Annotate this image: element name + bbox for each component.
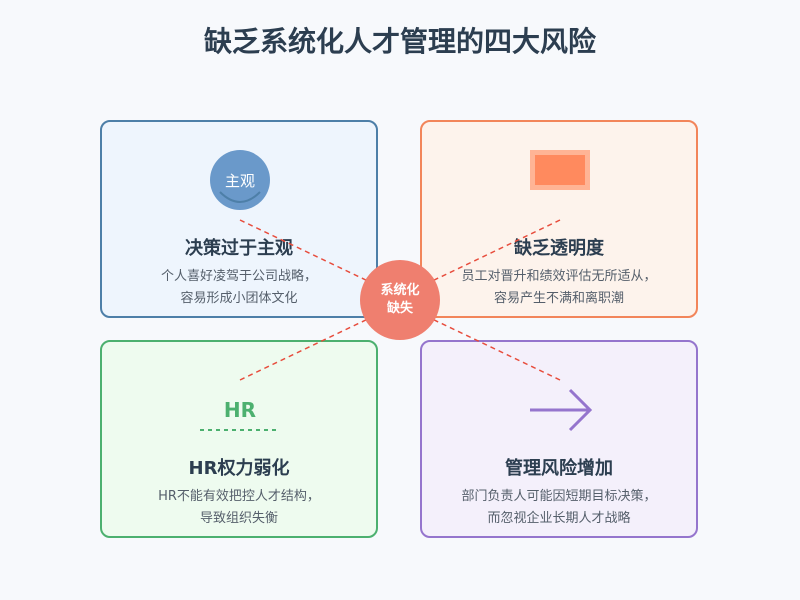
card-heading: HR权力弱化 bbox=[188, 458, 290, 479]
card-lack-transparency: 缺乏透明度 员工对晋升和绩效评估无所适从， 容易产生不满和离职潮 bbox=[420, 120, 698, 318]
card-description: 个人喜好凌驾于公司战略， 容易形成小团体文化 bbox=[102, 266, 376, 310]
page-title: 缺乏系统化人才管理的四大风险 bbox=[203, 25, 596, 58]
card-management-risk: 管理风险增加 部门负责人可能因短期目标决策， 而忽视企业长期人才战略 bbox=[420, 340, 698, 538]
hr-icon-label: HR bbox=[223, 398, 257, 422]
desc-line: 员工对晋升和绩效评估无所适从， bbox=[461, 269, 657, 284]
card-heading: 缺乏透明度 bbox=[514, 238, 604, 259]
card-subjective-decision: 决策过于主观 个人喜好凌驾于公司战略， 容易形成小团体文化 bbox=[100, 120, 378, 318]
card-heading: 决策过于主观 bbox=[185, 238, 293, 259]
card-description: HR不能有效把控人才结构， 导致组织失衡 bbox=[102, 486, 376, 530]
hub-label: 系统化 缺失 bbox=[360, 260, 440, 340]
card-heading: 管理风险增加 bbox=[505, 458, 613, 479]
subjective-icon-label: 主观 bbox=[224, 172, 255, 190]
card-description: 员工对晋升和绩效评估无所适从， 容易产生不满和离职潮 bbox=[422, 266, 696, 310]
card-hr-weakened: HR权力弱化 HR不能有效把控人才结构， 导致组织失衡 bbox=[100, 340, 378, 538]
desc-line: 容易产生不满和离职潮 bbox=[493, 291, 624, 306]
desc-line: 而忽视企业长期人才战略 bbox=[487, 511, 631, 526]
desc-line: HR不能有效把控人才结构， bbox=[158, 489, 320, 504]
desc-line: 个人喜好凌驾于公司战略， bbox=[160, 269, 317, 284]
hub-label-line1: 系统化 bbox=[380, 283, 420, 298]
desc-line: 容易形成小团体文化 bbox=[180, 291, 298, 306]
desc-line: 部门负责人可能因短期目标决策， bbox=[461, 489, 657, 504]
card-description: 部门负责人可能因短期目标决策， 而忽视企业长期人才战略 bbox=[422, 486, 696, 530]
hub-label-line2: 缺失 bbox=[386, 301, 413, 316]
desc-line: 导致组织失衡 bbox=[199, 511, 278, 526]
